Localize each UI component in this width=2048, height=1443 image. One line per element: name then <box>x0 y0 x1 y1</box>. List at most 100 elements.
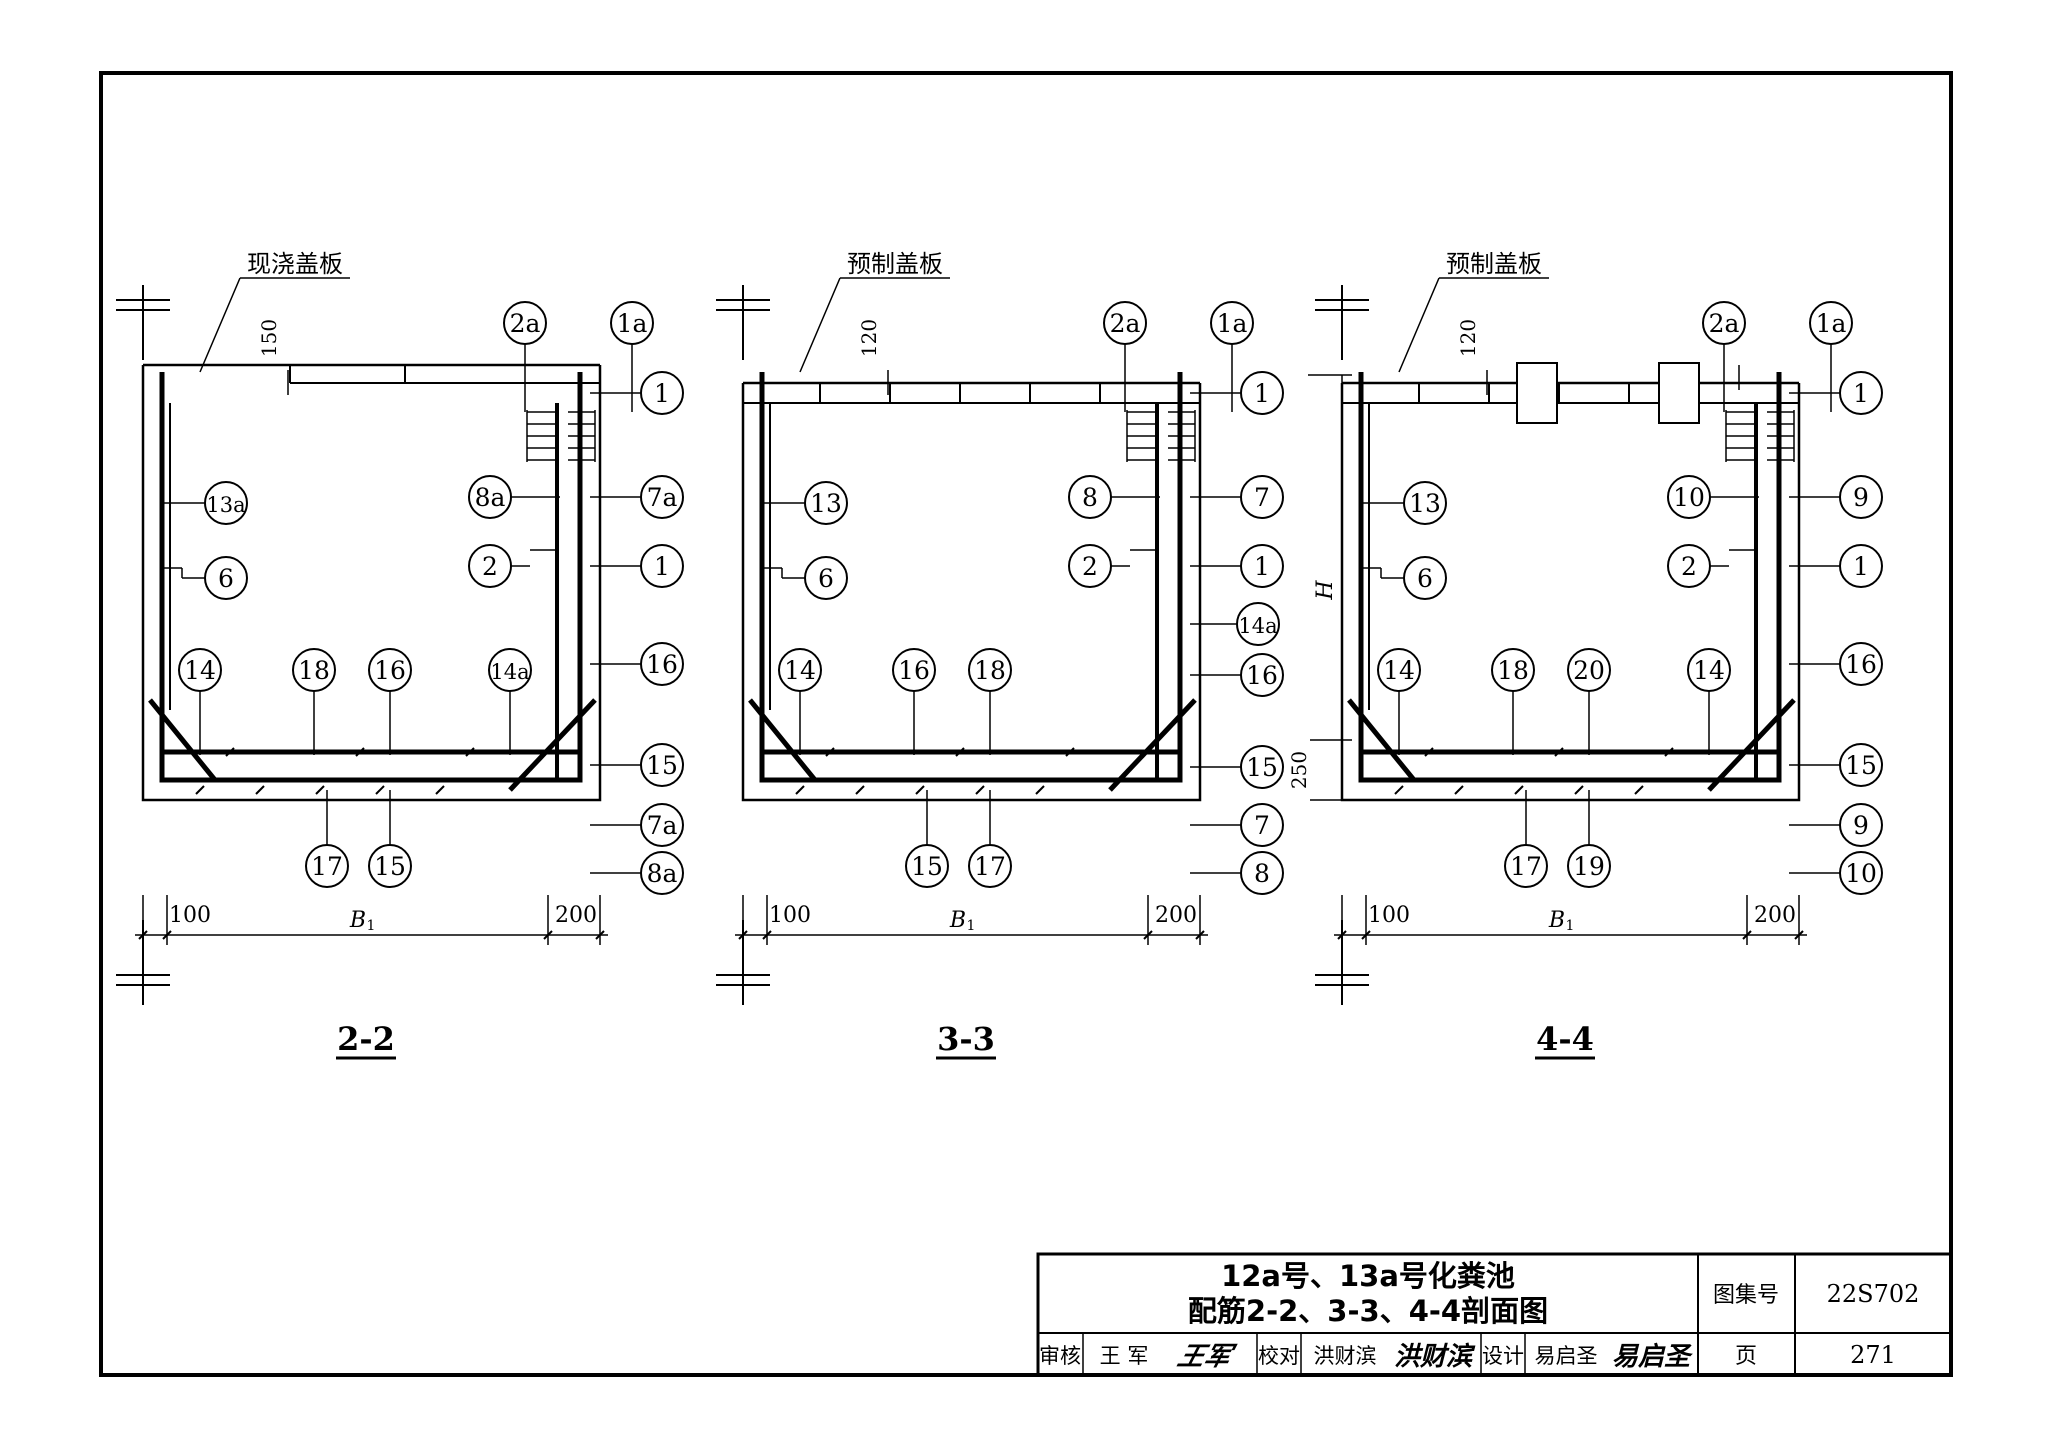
right-mark-14a-label: 14a <box>1238 614 1277 638</box>
mark-1a-label: 1a <box>1816 309 1847 338</box>
cover-dim: 120 <box>857 319 881 357</box>
section-title: 4-4 <box>1536 1020 1594 1058</box>
reviewer-signature: 王军 <box>1174 1341 1239 1371</box>
reviewer-name: 王 军 <box>1100 1344 1149 1368</box>
tank-outline <box>141 365 602 802</box>
left-mark-13a-label: 13a <box>206 493 245 517</box>
height-label: H <box>1313 580 1338 601</box>
drawing-title-line2: 配筋2-2、3-3、4-4剖面图 <box>1188 1294 1548 1328</box>
left-dim: 100 <box>169 903 211 928</box>
cover-lug <box>1516 362 1558 424</box>
cover-leader <box>799 277 841 373</box>
width-dim-tick <box>1361 930 1371 940</box>
bottom-tick <box>915 785 925 795</box>
bottom-mark-14a-label: 14a <box>490 660 529 684</box>
top-tick <box>225 747 235 757</box>
bottom-tick <box>255 785 265 795</box>
cover-dim: 150 <box>257 319 281 357</box>
width-dim-tick <box>762 930 772 940</box>
bottom-tick <box>1574 785 1584 795</box>
checker-name: 洪财滨 <box>1314 1344 1377 1368</box>
top-tick <box>1664 747 1674 757</box>
right-dim: 200 <box>1754 903 1796 928</box>
design-label: 设计 <box>1482 1344 1524 1368</box>
left-mark-6-label: 6 <box>218 564 234 593</box>
bottom-tick <box>1454 785 1464 795</box>
page-label: 页 <box>1735 1344 1757 1369</box>
right-mark-16-label: 16 <box>1845 650 1877 679</box>
bottom-mark-18-label: 18 <box>974 656 1006 685</box>
left-mark-13-label: 13 <box>810 489 842 518</box>
mark-2a-label: 2a <box>510 309 541 338</box>
bottom-mark-14-label: 14 <box>1693 656 1725 685</box>
width-label: B <box>949 908 966 933</box>
atlas-number-label: 图集号 <box>1713 1283 1779 1308</box>
tank-outline <box>741 383 1202 802</box>
base-dim: 250 <box>1287 751 1311 789</box>
bottom-tick <box>855 785 865 795</box>
top-tick <box>825 747 835 757</box>
inner-mark-8a-label: 8a <box>475 483 506 512</box>
width-sub: 1 <box>367 918 376 934</box>
cover-label: 预制盖板 <box>1446 250 1542 278</box>
right-mark-1-label: 1 <box>654 379 670 408</box>
top-tick <box>1065 747 1075 757</box>
mark-2a-label: 2a <box>1110 309 1141 338</box>
right-mark-1-label: 1 <box>1254 552 1270 581</box>
left-mark-6-label: 6 <box>818 564 834 593</box>
width-sub: 1 <box>1566 918 1575 934</box>
right-mark-15-label: 15 <box>646 751 678 780</box>
under-mark-17-label: 17 <box>311 852 343 881</box>
right-dim: 200 <box>1155 903 1197 928</box>
width-dim-tick <box>1794 930 1804 940</box>
inner-mark-10-label: 10 <box>1673 483 1705 512</box>
review-label: 审核 <box>1039 1344 1081 1368</box>
title-block <box>1036 1252 1953 1377</box>
cover-leader <box>1398 277 1440 373</box>
bottom-mark-18-label: 18 <box>298 656 330 685</box>
right-mark-1-label: 1 <box>1853 379 1869 408</box>
left-dim: 100 <box>1368 903 1410 928</box>
right-mark-1-label: 1 <box>654 552 670 581</box>
bottom-tick <box>795 785 805 795</box>
main-rebar <box>759 372 1183 783</box>
bottom-tick <box>975 785 985 795</box>
right-mark-7-label: 7 <box>1254 483 1270 512</box>
section-title: 2-2 <box>337 1020 395 1058</box>
right-mark-10-label: 10 <box>1845 859 1877 888</box>
mark-2a-label: 2a <box>1709 309 1740 338</box>
atlas-number: 22S702 <box>1827 1280 1920 1308</box>
width-dim-tick <box>1195 930 1205 940</box>
tank-outline <box>1340 383 1801 802</box>
haunch-rebar <box>1707 698 1796 792</box>
bottom-tick <box>1514 785 1524 795</box>
width-dim-tick <box>138 930 148 940</box>
checker-signature: 洪财滨 <box>1394 1342 1476 1372</box>
section-title: 3-3 <box>937 1020 995 1058</box>
right-mark-7a-label: 7a <box>647 483 678 512</box>
right-mark-7a-label: 7a <box>647 811 678 840</box>
bottom-tick <box>1634 785 1644 795</box>
width-sub: 1 <box>967 918 976 934</box>
right-mark-15-label: 15 <box>1246 753 1278 782</box>
drawing-title-line1: 12a号、13a号化粪池 <box>1221 1259 1515 1293</box>
bottom-mark-16-label: 16 <box>898 656 930 685</box>
bottom-tick <box>315 785 325 795</box>
cover-leader <box>199 277 241 373</box>
width-dim-tick <box>1742 930 1752 940</box>
haunch-rebar <box>148 698 217 782</box>
designer-name: 易启圣 <box>1535 1344 1598 1368</box>
inner-mark-8-label: 8 <box>1082 483 1098 512</box>
width-dim-tick <box>738 930 748 940</box>
bottom-tick <box>1394 785 1404 795</box>
bottom-mark-18-label: 18 <box>1497 656 1529 685</box>
bottom-mark-14-label: 14 <box>784 656 816 685</box>
under-mark-15-label: 15 <box>911 852 943 881</box>
bottom-mark-14-label: 14 <box>1383 656 1415 685</box>
designer-signature: 易启圣 <box>1612 1342 1693 1372</box>
under-mark-15-label: 15 <box>374 852 406 881</box>
bottom-mark-16-label: 16 <box>374 656 406 685</box>
under-mark-17-label: 17 <box>1510 852 1542 881</box>
